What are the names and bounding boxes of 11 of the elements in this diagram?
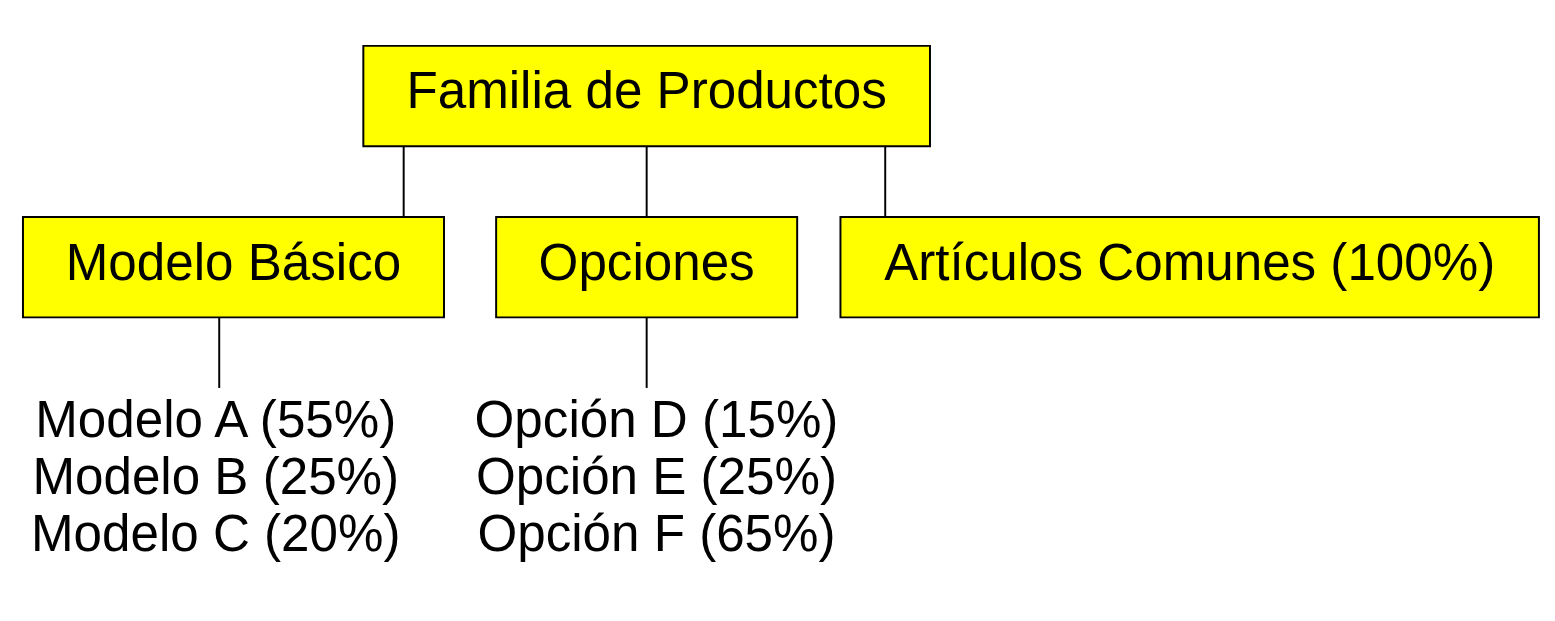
node-box: Artículos Comunes (100%) [839, 216, 1540, 319]
connector [645, 145, 648, 218]
connector [645, 316, 648, 389]
connector [402, 145, 405, 218]
connector [884, 145, 887, 218]
node-text: Modelo A (55%) Modelo B (25%) Modelo C (20%) [31, 391, 401, 563]
node-box: Familia de Productos [362, 44, 931, 148]
node-text: Opción D (15%) Opción E (25%) Opción F (65%) [474, 391, 839, 563]
connector [218, 316, 221, 389]
node-box: Opciones [495, 216, 799, 319]
node-box: Modelo Básico [21, 216, 445, 319]
